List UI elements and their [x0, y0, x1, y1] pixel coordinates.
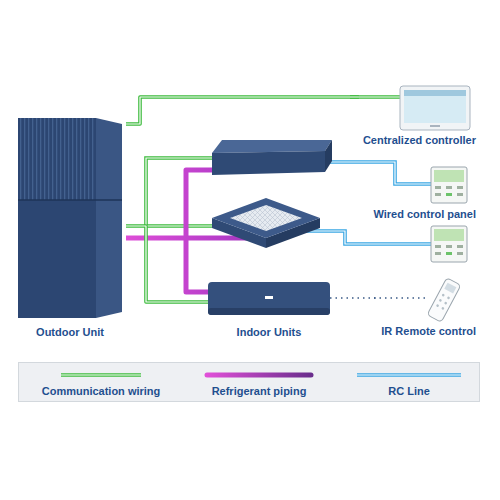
remote-buttons [436, 293, 450, 310]
unit-vent [208, 308, 330, 315]
outdoor-unit [18, 118, 122, 318]
unit-front [212, 151, 325, 175]
connector-stroke [126, 97, 359, 124]
panel-screen [434, 229, 464, 241]
unit-node: Outdoor Unit [14, 114, 126, 342]
unit-side [96, 118, 122, 200]
connector [126, 238, 208, 292]
wired-panel [431, 167, 467, 203]
connector [126, 97, 359, 124]
unit-node: Wired control panel [369, 162, 480, 224]
connector-stroke [126, 226, 208, 302]
unit-side [325, 140, 332, 172]
legend-line [357, 373, 461, 377]
connector-stroke [126, 226, 208, 302]
legend-sample [189, 369, 329, 381]
panel-buttons [435, 245, 463, 255]
module-seam [18, 199, 122, 201]
unit-node: Centralized controller [359, 82, 480, 150]
legend-text: RC Line [339, 385, 479, 398]
unit-light [265, 296, 273, 299]
unit-node: IR Remote control [377, 276, 480, 341]
unit-side [96, 200, 122, 318]
unit-front [18, 118, 96, 200]
wired-panel [431, 226, 467, 262]
unit-label: Indoor Units [212, 326, 326, 339]
connector-stroke [126, 97, 359, 124]
screen-band [404, 90, 466, 96]
panel-screen [434, 170, 464, 182]
legend-line [61, 373, 141, 377]
remote-body [427, 278, 461, 323]
rc-wire [300, 162, 436, 244]
panel-body [431, 167, 467, 203]
panel-body [431, 226, 467, 262]
unit-label: Centralized controller [363, 134, 476, 147]
legend-sample [339, 369, 479, 381]
unit-front [18, 200, 96, 318]
controller-device [400, 86, 470, 130]
unit-grille [230, 205, 302, 231]
legend-entry: Communication wiring [31, 369, 171, 398]
device-button [430, 125, 440, 127]
panel-buttons [435, 186, 463, 196]
legend-sample [31, 369, 171, 381]
unit-top [212, 198, 320, 238]
rc-line [300, 162, 436, 244]
legend-text: Refrigerant piping [189, 385, 329, 398]
cassette-unit [212, 198, 320, 248]
connector-stroke [126, 238, 208, 292]
connector [330, 298, 377, 299]
ir-remote [427, 278, 461, 323]
legend: Communication wiring Refrigerant piping RC… [18, 362, 480, 402]
legend-line [207, 373, 311, 378]
wall-unit [208, 282, 330, 315]
device-body [400, 86, 470, 130]
unit-top [212, 140, 332, 153]
remote-screen [444, 283, 456, 294]
legend-line [357, 374, 461, 375]
legend-entry: RC Line [339, 369, 479, 398]
rc-wire [300, 162, 436, 244]
ceiling-unit [212, 140, 332, 175]
unit-node: Indoor Units [208, 278, 330, 342]
connector-stroke [330, 297, 377, 299]
unit-label: IR Remote control [381, 325, 476, 338]
unit-label: Outdoor Unit [18, 326, 122, 339]
legend-line [61, 374, 141, 375]
legend-text: Communication wiring [31, 385, 171, 398]
legend-entry: Refrigerant piping [189, 369, 329, 398]
ir-signal [374, 297, 428, 299]
unit-body [208, 282, 330, 315]
connector [126, 226, 208, 302]
device-screen [404, 90, 466, 123]
unit-label: Wired control panel [373, 208, 476, 221]
